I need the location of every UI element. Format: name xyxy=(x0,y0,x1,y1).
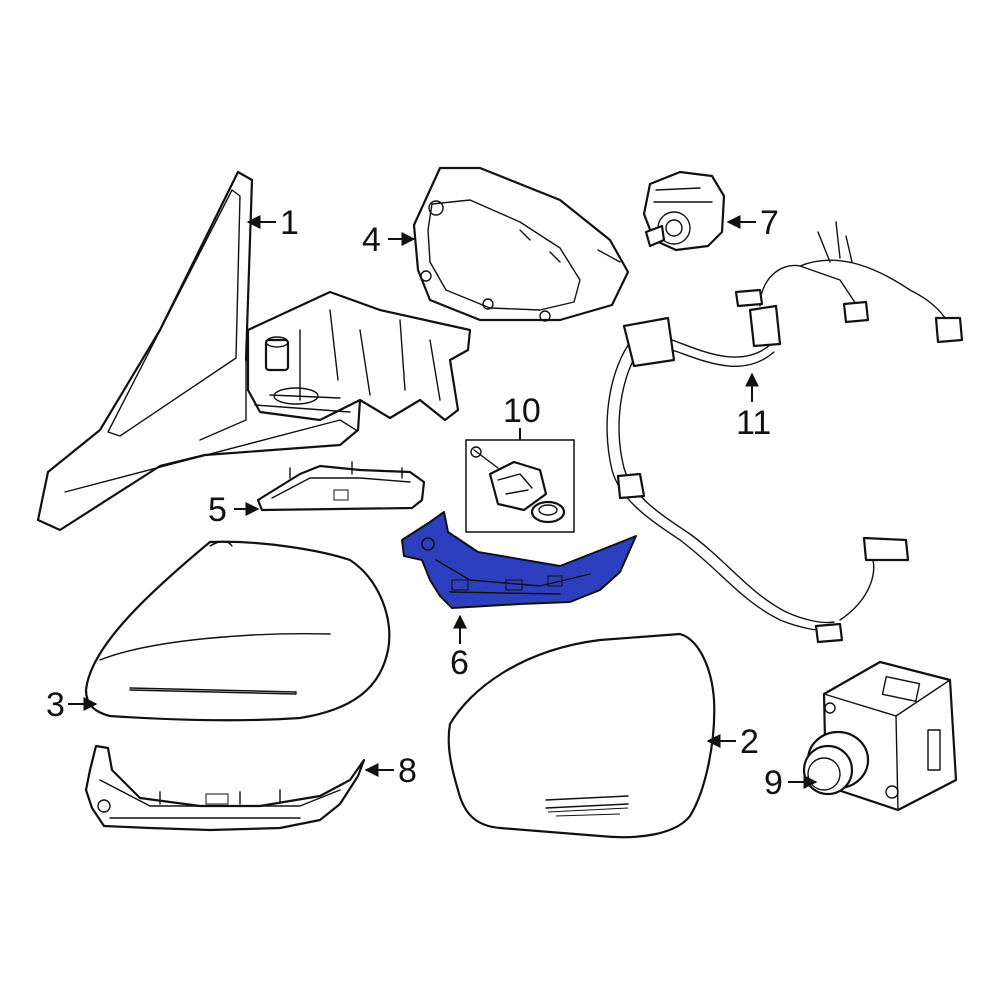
callout-10[interactable]: 10 xyxy=(503,392,541,430)
part-1-mirror-assembly[interactable] xyxy=(36,170,472,532)
callout-8[interactable]: 8 xyxy=(398,752,417,790)
part-3-mirror-cover[interactable] xyxy=(84,540,391,722)
part-8-turn-signal[interactable] xyxy=(84,744,366,832)
part-6-highlighted-trim[interactable] xyxy=(401,511,637,609)
callout-1[interactable]: 1 xyxy=(280,204,299,242)
part-5-bracket[interactable] xyxy=(256,461,426,512)
part-7-motor[interactable] xyxy=(642,170,726,252)
callout-2[interactable]: 2 xyxy=(740,723,759,761)
part-10-hardware-kit[interactable] xyxy=(465,439,575,533)
part-11-wiring-harness[interactable] xyxy=(606,221,964,644)
callout-6[interactable]: 6 xyxy=(450,644,469,682)
callout-7[interactable]: 7 xyxy=(760,204,779,242)
part-9-camera[interactable] xyxy=(802,660,958,812)
callout-5[interactable]: 5 xyxy=(208,491,227,529)
callout-4[interactable]: 4 xyxy=(362,221,381,259)
callout-11[interactable]: 11 xyxy=(736,404,771,442)
callout-labels: 1 4 7 11 10 5 6 3 2 8 9 xyxy=(46,204,783,802)
part-2-mirror-glass[interactable] xyxy=(447,632,716,839)
callout-9[interactable]: 9 xyxy=(764,764,783,802)
leader-arrows xyxy=(68,215,818,789)
part-4-housing-frame[interactable] xyxy=(412,166,630,322)
callout-3[interactable]: 3 xyxy=(46,686,65,724)
